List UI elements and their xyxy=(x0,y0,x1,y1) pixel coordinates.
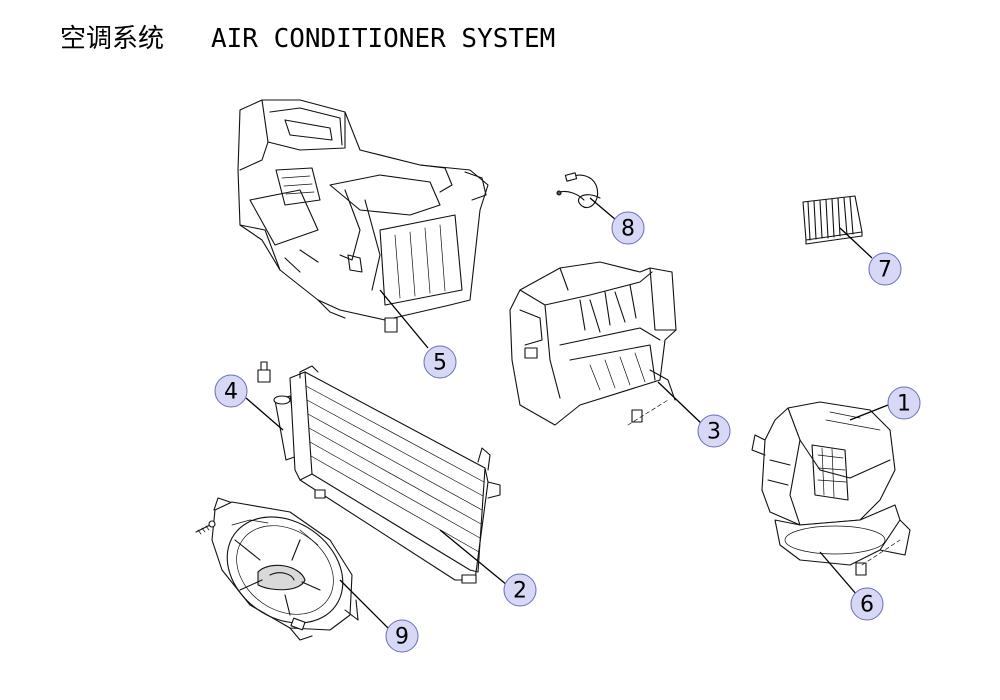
callout-7-label: 7 xyxy=(878,258,892,283)
callout-7[interactable]: 7 xyxy=(868,252,902,286)
leader-line-6 xyxy=(819,551,858,596)
condenser-fan-part[interactable] xyxy=(195,495,363,645)
callout-2[interactable]: 2 xyxy=(503,573,537,607)
callout-1[interactable]: 1 xyxy=(887,386,921,420)
evaporator-case-part[interactable] xyxy=(509,261,677,426)
cabin-air-filter-part[interactable] xyxy=(802,195,863,245)
page-title: 空调系统 AIR CONDITIONER SYSTEM xyxy=(60,24,556,54)
leader-line-5 xyxy=(379,289,429,349)
leader-line-7 xyxy=(839,227,873,259)
callout-1-label: 1 xyxy=(897,392,911,417)
hvac-module-part[interactable] xyxy=(237,99,489,333)
blower-motor-part[interactable] xyxy=(774,504,911,576)
callout-5-label: 5 xyxy=(433,351,447,376)
leader-line-3 xyxy=(657,381,704,426)
callout-6-label: 6 xyxy=(860,593,874,618)
callout-6[interactable]: 6 xyxy=(850,587,884,621)
leader-line-4 xyxy=(245,397,284,431)
callout-4[interactable]: 4 xyxy=(214,374,248,408)
callout-4-label: 4 xyxy=(224,380,238,405)
leader-line-1 xyxy=(849,404,889,421)
callout-8[interactable]: 8 xyxy=(611,211,645,245)
blower-housing-part[interactable] xyxy=(751,401,896,526)
leader-line-9 xyxy=(339,579,391,631)
leader-line-8 xyxy=(589,197,617,221)
callout-3[interactable]: 3 xyxy=(697,414,731,448)
callout-8-label: 8 xyxy=(621,217,635,242)
temperature-sensor-part[interactable] xyxy=(556,172,601,208)
callout-3-label: 3 xyxy=(707,420,721,445)
callout-9-label: 9 xyxy=(395,625,409,650)
condenser-part[interactable] xyxy=(289,365,501,584)
leader-lines xyxy=(245,197,889,631)
leader-line-2 xyxy=(439,529,508,586)
callout-9[interactable]: 9 xyxy=(385,619,419,653)
callout-5[interactable]: 5 xyxy=(423,345,457,379)
callout-2-label: 2 xyxy=(513,579,527,604)
